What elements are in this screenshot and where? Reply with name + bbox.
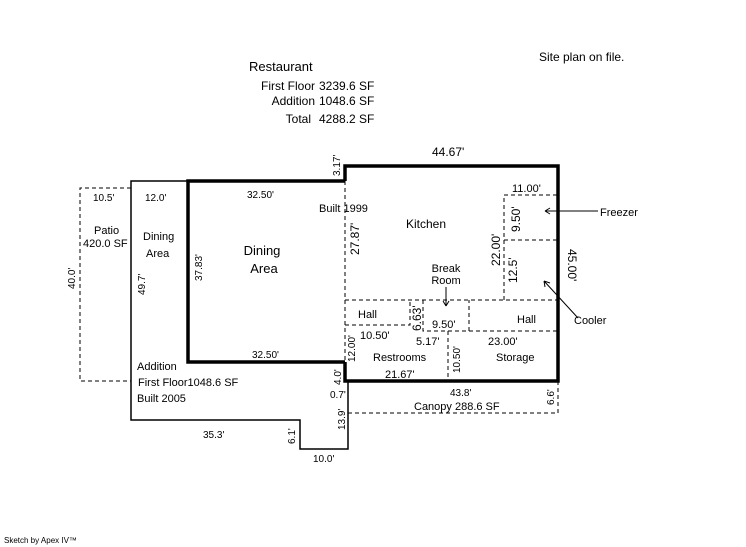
break-room-label-2: Room bbox=[431, 275, 460, 287]
dim-label: 0.7' bbox=[330, 390, 346, 401]
title: Restaurant bbox=[249, 59, 313, 74]
hall-right-label: Hall bbox=[517, 314, 536, 326]
dim-label: 43.8' bbox=[450, 388, 471, 399]
dining-addition-label: Dining bbox=[143, 231, 174, 243]
restrooms-label: Restrooms bbox=[373, 352, 427, 364]
apex-credit: Sketch by Apex IV™ bbox=[4, 536, 77, 545]
storage-label: Storage bbox=[496, 352, 535, 364]
dim-label: 44.67' bbox=[432, 145, 464, 159]
dim-label: 22.00' bbox=[489, 234, 503, 266]
addition-value: 1048.6 SF bbox=[319, 94, 374, 108]
dim-label: 32.50' bbox=[247, 190, 274, 201]
cooler-arrow-icon bbox=[543, 280, 579, 319]
dim-label: 10.50' bbox=[452, 346, 463, 373]
dim-label: 13.9' bbox=[337, 409, 348, 430]
dim-label: 27.87' bbox=[348, 223, 362, 255]
break-room-partition bbox=[422, 300, 470, 332]
dim-label: 5.17' bbox=[416, 336, 440, 348]
main-building-wall-bottom bbox=[343, 362, 450, 383]
hall-left-partition bbox=[345, 300, 411, 326]
dim-label: 9.50' bbox=[432, 319, 456, 331]
hall-left-label: Hall bbox=[358, 309, 377, 321]
dim-label: 12.00' bbox=[347, 335, 358, 362]
addition-outline bbox=[130, 180, 349, 450]
dim-label: 3.17' bbox=[332, 155, 343, 176]
dining-wall bbox=[186, 179, 345, 364]
dim-label: 45.00' bbox=[565, 249, 579, 281]
break-room-label: Break bbox=[432, 263, 461, 275]
site-plan-note: Site plan on file. bbox=[539, 50, 624, 64]
built-1999-label: Built 1999 bbox=[319, 203, 368, 215]
addition-label-1: Addition bbox=[137, 361, 177, 373]
dim-label: 35.3' bbox=[203, 430, 224, 441]
freezer-arrow-icon bbox=[544, 207, 598, 215]
patio-area: 420.0 SF bbox=[83, 238, 128, 250]
dim-label: 21.67' bbox=[385, 369, 415, 381]
addition-label-3: Built 2005 bbox=[137, 393, 186, 405]
dining-main-label: Dining bbox=[244, 243, 281, 258]
dim-label: 10.0' bbox=[313, 454, 334, 465]
dim-label: 37.83' bbox=[194, 254, 205, 281]
first-floor-value: 3239.6 SF bbox=[319, 79, 374, 93]
patio-label: Patio bbox=[94, 225, 119, 237]
dim-label: 32.50' bbox=[252, 350, 279, 361]
storage-partition bbox=[447, 330, 558, 381]
dim-label: 40.0' bbox=[67, 268, 78, 289]
addition-label: Addition bbox=[272, 94, 315, 108]
dim-label: 6.6' bbox=[546, 389, 557, 405]
addition-label-2: First Floor1048.6 SF bbox=[138, 377, 239, 389]
total-label: Total bbox=[286, 112, 311, 126]
freezer-label: Freezer bbox=[600, 207, 638, 219]
dim-label: 9.50' bbox=[509, 206, 523, 232]
dim-label: 6.63' bbox=[410, 305, 424, 331]
dim-label: 49.7' bbox=[137, 274, 148, 295]
dim-label: 10.50' bbox=[360, 330, 390, 342]
dining-main-label-2: Area bbox=[250, 261, 278, 276]
cooler-label: Cooler bbox=[574, 315, 607, 327]
dining-addition-label-2: Area bbox=[146, 248, 170, 260]
dim-label: 12.0' bbox=[145, 193, 166, 204]
dim-label: 23.00' bbox=[488, 336, 518, 348]
dim-label: 10.5' bbox=[93, 193, 114, 204]
total-value: 4288.2 SF bbox=[319, 112, 374, 126]
canopy-outline bbox=[348, 381, 559, 414]
dim-label: 6.1' bbox=[287, 428, 298, 444]
break-room-arrow-icon bbox=[442, 287, 450, 307]
first-floor-label: First Floor bbox=[261, 79, 315, 93]
dim-label: 12.5' bbox=[506, 257, 520, 283]
canopy-label: Canopy 288.6 SF bbox=[414, 401, 500, 413]
kitchen-label: Kitchen bbox=[406, 217, 446, 231]
dim-label: 11.00' bbox=[512, 183, 541, 195]
dim-label: 4.0' bbox=[333, 369, 344, 385]
patio-outline bbox=[79, 187, 131, 382]
freezer-cooler-partition bbox=[503, 194, 558, 300]
